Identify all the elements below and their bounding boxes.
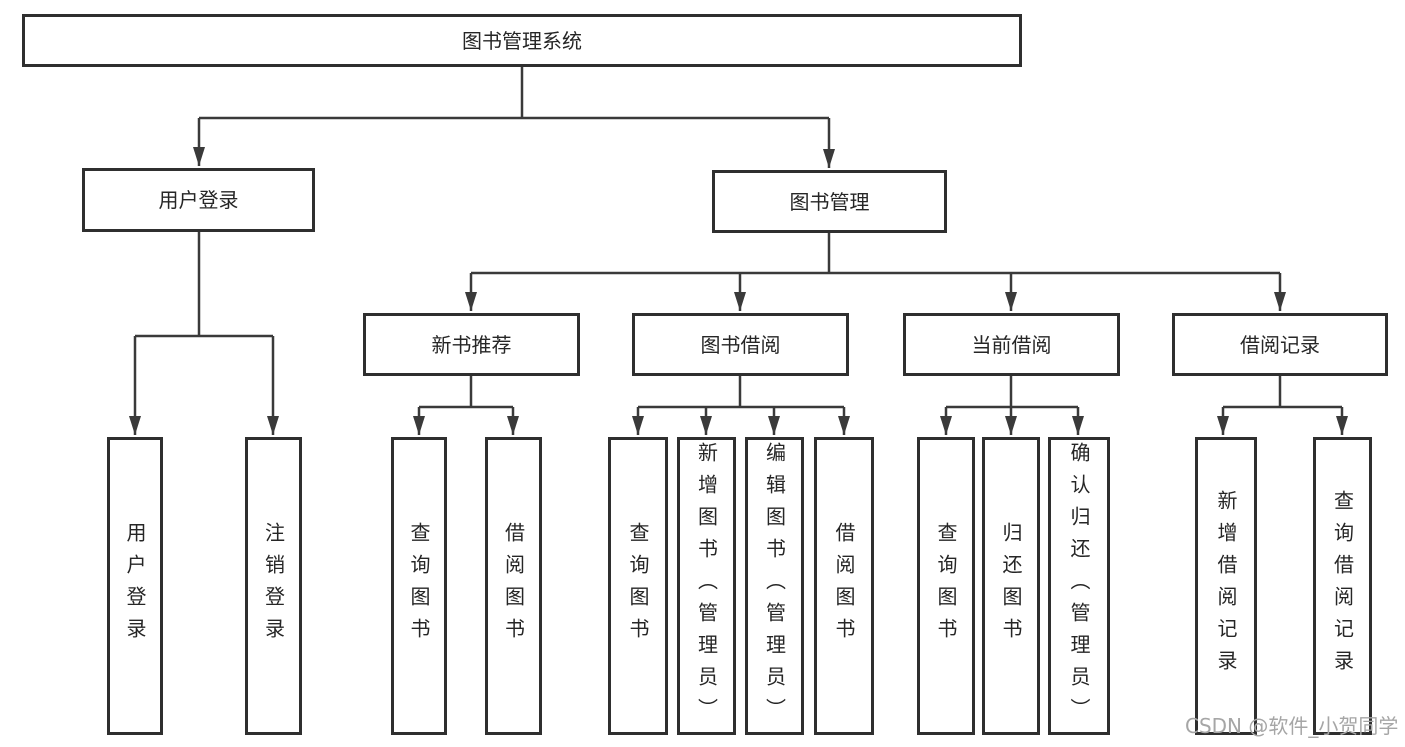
leaf-confirm-return-admin-label: 确认归还（管理员） bbox=[1067, 442, 1091, 730]
node-book-borrow-label: 图书借阅 bbox=[700, 332, 781, 357]
leaf-query-book-borrow: 查询图书 bbox=[608, 437, 668, 735]
leaf-query-borrow-record-label: 查询借阅记录 bbox=[1330, 490, 1355, 682]
node-book-management-label: 图书管理 bbox=[789, 189, 870, 214]
leaf-logout-label: 注销登录 bbox=[261, 522, 286, 650]
leaf-query-book-newbook-label: 查询图书 bbox=[407, 522, 431, 650]
leaf-return-book-label: 归还图书 bbox=[999, 522, 1023, 650]
node-root: 图书管理系统 bbox=[22, 14, 1022, 67]
leaf-logout: 注销登录 bbox=[245, 437, 302, 735]
leaf-query-book-current: 查询图书 bbox=[917, 437, 975, 735]
leaf-add-borrow-record: 新增借阅记录 bbox=[1195, 437, 1257, 735]
leaf-user-login-label: 用户登录 bbox=[123, 522, 147, 650]
leaf-user-login: 用户登录 bbox=[107, 437, 163, 735]
node-current-borrow: 当前借阅 bbox=[903, 313, 1120, 376]
leaf-query-book-newbook: 查询图书 bbox=[391, 437, 447, 735]
node-new-book-recommend-label: 新书推荐 bbox=[431, 332, 512, 357]
leaf-borrow-book-newbook-label: 借阅图书 bbox=[501, 522, 526, 650]
node-new-book-recommend: 新书推荐 bbox=[363, 313, 580, 376]
leaf-edit-book-admin-label: 编辑图书（管理员） bbox=[762, 442, 787, 730]
node-book-management: 图书管理 bbox=[712, 170, 947, 233]
leaf-borrow-book-newbook: 借阅图书 bbox=[485, 437, 542, 735]
node-borrow-record-label: 借阅记录 bbox=[1240, 332, 1320, 357]
leaf-confirm-return-admin: 确认归还（管理员） bbox=[1048, 437, 1110, 735]
leaf-borrow-book-borrow: 借阅图书 bbox=[814, 437, 874, 735]
node-user-login-label: 用户登录 bbox=[158, 188, 239, 212]
leaf-query-borrow-record: 查询借阅记录 bbox=[1313, 437, 1372, 735]
leaf-borrow-book-borrow-label: 借阅图书 bbox=[832, 522, 856, 650]
leaf-add-book-admin-label: 新增图书（管理员） bbox=[694, 442, 719, 730]
node-borrow-record: 借阅记录 bbox=[1172, 313, 1388, 376]
node-book-borrow: 图书借阅 bbox=[632, 313, 849, 376]
node-user-login: 用户登录 bbox=[82, 168, 315, 232]
node-root-label: 图书管理系统 bbox=[462, 28, 582, 53]
leaf-add-book-admin: 新增图书（管理员） bbox=[677, 437, 736, 735]
leaf-query-book-current-label: 查询图书 bbox=[934, 522, 958, 650]
leaf-return-book: 归还图书 bbox=[982, 437, 1040, 735]
leaf-edit-book-admin: 编辑图书（管理员） bbox=[745, 437, 804, 735]
csdn-watermark: CSDN @软件_小贺同学 bbox=[1185, 714, 1399, 738]
leaf-add-borrow-record-label: 新增借阅记录 bbox=[1214, 490, 1238, 682]
node-current-borrow-label: 当前借阅 bbox=[971, 332, 1052, 357]
leaf-query-book-borrow-label: 查询图书 bbox=[626, 522, 650, 650]
